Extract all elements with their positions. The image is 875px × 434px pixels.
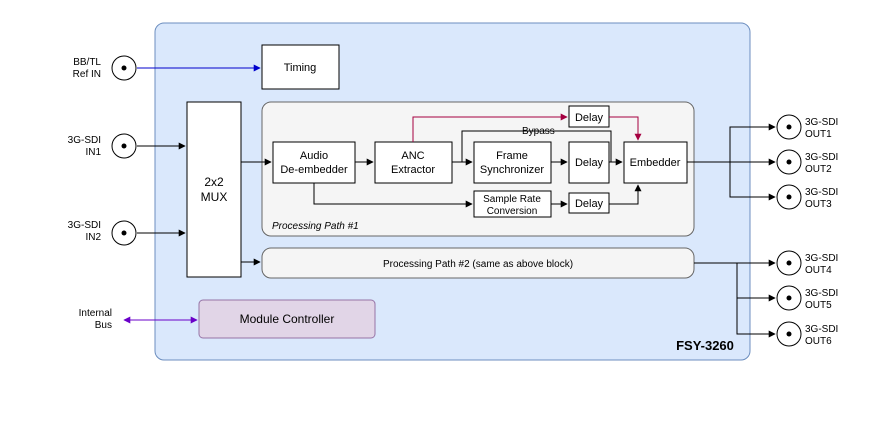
delay-top-to-embedder-arrow [609,116,642,141]
processing-path-2-label: Processing Path #2 (same as above block) [383,259,573,270]
out6-label-line2: OUT6 [805,336,832,347]
out6-connector-icon [776,321,802,347]
module-controller [198,299,376,339]
out1-label-line1: 3G-SDI [805,117,838,128]
module-controller-label: Module Controller [240,312,335,326]
in1-label-line1: 3G-SDI [68,135,101,146]
audio-deembedder-line2: De-embedder [280,164,348,176]
module-name: FSY-3260 [676,338,734,353]
in1-label-line2: IN1 [85,147,101,158]
out5-label-line2: OUT5 [805,300,832,311]
audio-deembedder-block [272,141,356,184]
out2-label-line1: 3G-SDI [805,152,838,163]
to-out6-arrow [736,263,776,338]
out6-label-line1: 3G-SDI [805,324,838,335]
out4-label-line1: 3G-SDI [805,253,838,264]
out5-label-line1: 3G-SDI [805,288,838,299]
to-out1-arrow [729,123,776,162]
delay-bottom-block [568,192,610,214]
delay-bottom-label: Delay [575,198,604,210]
in1-connector-icon [111,133,137,159]
bus-label-line2: Bus [95,320,112,331]
processing-path-1-label: Processing Path #1 [272,221,359,232]
mux-label-line2: MUX [201,190,228,204]
ref-in-label-line1: BB/TL [73,57,101,68]
mux-label-line1: 2x2 [204,175,224,189]
frame-synchronizer-line2: Synchronizer [480,164,545,176]
bus-label-line1: Internal [79,308,112,319]
timing-label: Timing [284,62,317,74]
out1-connector-icon [776,114,802,140]
bypass-line [461,130,612,162]
embedder-label: Embedder [630,157,681,169]
embedder-block [623,141,688,184]
delay-top-label: Delay [575,112,604,124]
out1-label-line2: OUT1 [805,129,832,140]
src-line1: Sample Rate [483,194,541,205]
out2-label-line2: OUT2 [805,164,832,175]
in2-label-line1: 3G-SDI [68,220,101,231]
mux-block [186,101,242,278]
delay-bottom-to-embedder-arrow [609,184,642,205]
frame-synchronizer-line1: Frame [496,150,528,162]
to-out3-arrow [729,162,776,201]
audio-to-src-arrow [313,183,473,208]
ref-in-label-line2: Ref IN [73,69,101,80]
frame-synchronizer-block [473,141,552,184]
ref-in-connector-icon [111,55,137,81]
in2-connector-icon [111,220,137,246]
audio-deembedder-line1: Audio [300,150,328,162]
in2-label-line2: IN2 [85,232,101,243]
out3-label-line1: 3G-SDI [805,187,838,198]
out5-connector-icon [776,285,802,311]
timing-block [261,44,340,90]
src-line2: Conversion [487,206,538,217]
anc-to-delay-top-arrow [412,113,568,142]
out2-connector-icon [776,149,802,175]
delay-mid-label: Delay [575,157,604,169]
anc-extractor-block [374,141,453,184]
anc-extractor-line2: Extractor [391,164,435,176]
sample-rate-conversion-block [473,190,552,218]
out4-label-line2: OUT4 [805,265,832,276]
out3-label-line2: OUT3 [805,199,832,210]
out3-connector-icon [776,184,802,210]
anc-extractor-line1: ANC [401,150,424,162]
out4-connector-icon [776,250,802,276]
delay-mid-block [568,141,610,184]
